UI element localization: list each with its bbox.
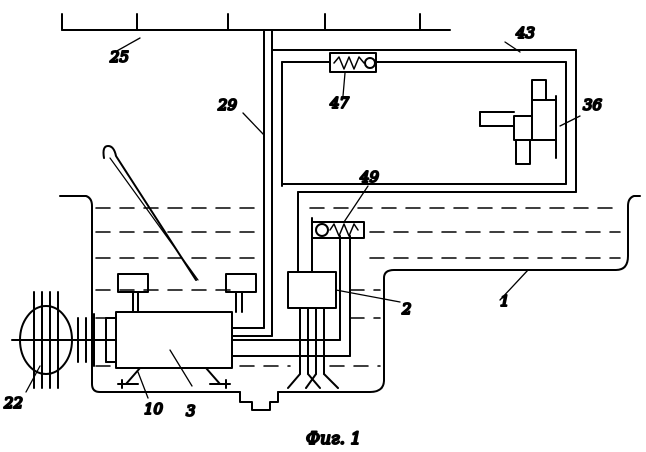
label-valve-top: 47 (329, 94, 350, 112)
fluid-lines (96, 208, 620, 366)
relief-valve-49 (312, 186, 368, 238)
label-line-main: 29 (217, 96, 238, 114)
label-motor: 3 (186, 402, 196, 420)
label-line-right: 43 (515, 24, 535, 42)
label-relief-valve: 49 (359, 168, 380, 186)
label-pump: 2 (401, 300, 412, 318)
pump-2 (232, 218, 400, 388)
rail-25 (62, 14, 450, 52)
label-sump: 1 (500, 292, 510, 310)
label-rail: 25 (109, 48, 129, 66)
label-actuator: 36 (583, 96, 603, 114)
valve-47 (330, 53, 376, 96)
figure-caption: Фиг. 1 (306, 429, 361, 449)
label-mount: 10 (144, 400, 164, 418)
drive-pulley-22 (12, 292, 116, 392)
label-drive-pulley: 22 (3, 394, 23, 412)
dipstick (104, 146, 199, 280)
